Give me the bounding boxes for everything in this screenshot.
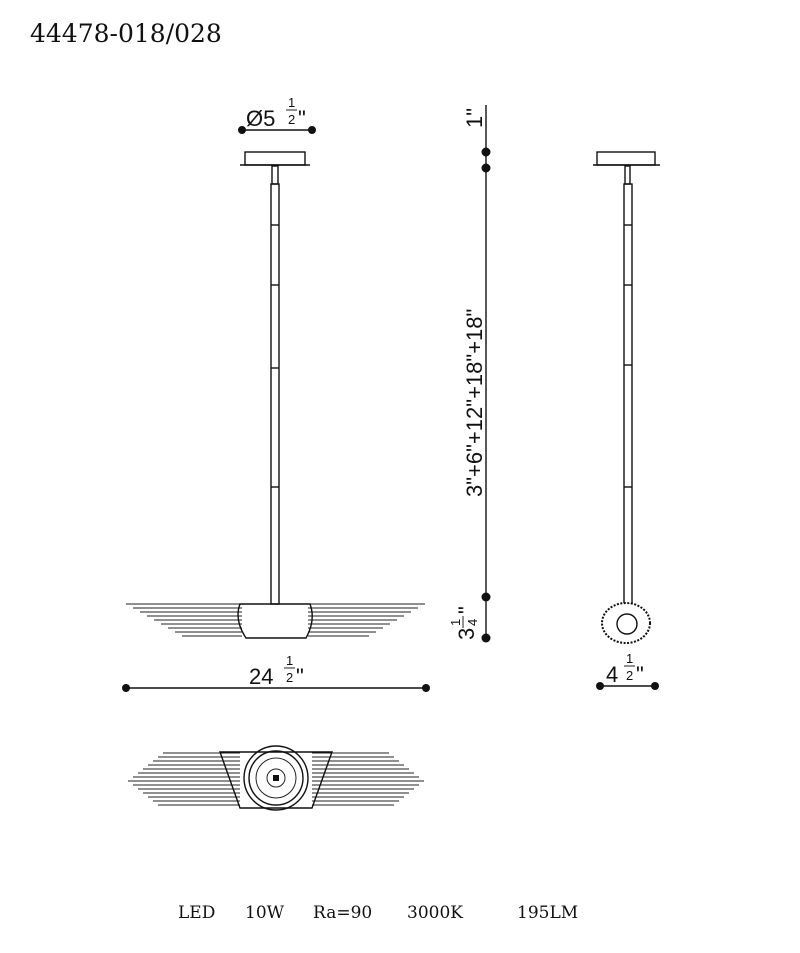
spec-source: LED: [178, 903, 215, 923]
dim-suffix: ": [454, 606, 479, 614]
dim-suffix: ": [296, 664, 304, 689]
dim-frac-den: 2: [626, 668, 633, 683]
dim-frac-num: 1: [448, 619, 463, 626]
dim-frac-num: 1: [288, 95, 295, 110]
spec-wattage: 10W: [245, 903, 285, 923]
rod-lengths-text: 3"+6"+12"+18"+18": [462, 309, 487, 497]
dim-suffix: ": [636, 662, 644, 687]
spec-cri: Ra=90: [313, 903, 372, 923]
dim-frac-num: 1: [286, 653, 293, 668]
height-dimension: 1" 3"+6"+12"+18"+18" 3 1 4 ": [448, 105, 491, 643]
spec-cct: 3000K: [407, 903, 463, 923]
canopy-diameter-dimension: Ø5 1 2 ": [238, 95, 316, 134]
dim-text: 24: [249, 664, 273, 689]
spec-lumens: 195LM: [517, 903, 578, 923]
side-view: [593, 151, 660, 644]
dim-frac-den: 4: [465, 619, 480, 626]
dim-suffix: ": [298, 106, 306, 131]
dim-text: 4: [606, 662, 618, 687]
specs-line: LED 10W Ra=90 3000K 195LM: [178, 903, 578, 923]
dim-frac-den: 2: [288, 112, 295, 127]
model-number: 44478-018/028: [30, 19, 222, 48]
front-view: [126, 151, 425, 639]
depth-dimension: 4 1 2 ": [596, 651, 659, 690]
canopy-height-text: 1": [462, 108, 487, 128]
dim-frac-num: 1: [626, 651, 633, 666]
dim-frac-den: 2: [286, 670, 293, 685]
dim-text: Ø5: [246, 106, 275, 131]
width-dimension: 24 1 2 ": [122, 653, 430, 692]
bottom-view: [128, 745, 424, 811]
dim-text: 3: [454, 628, 479, 640]
